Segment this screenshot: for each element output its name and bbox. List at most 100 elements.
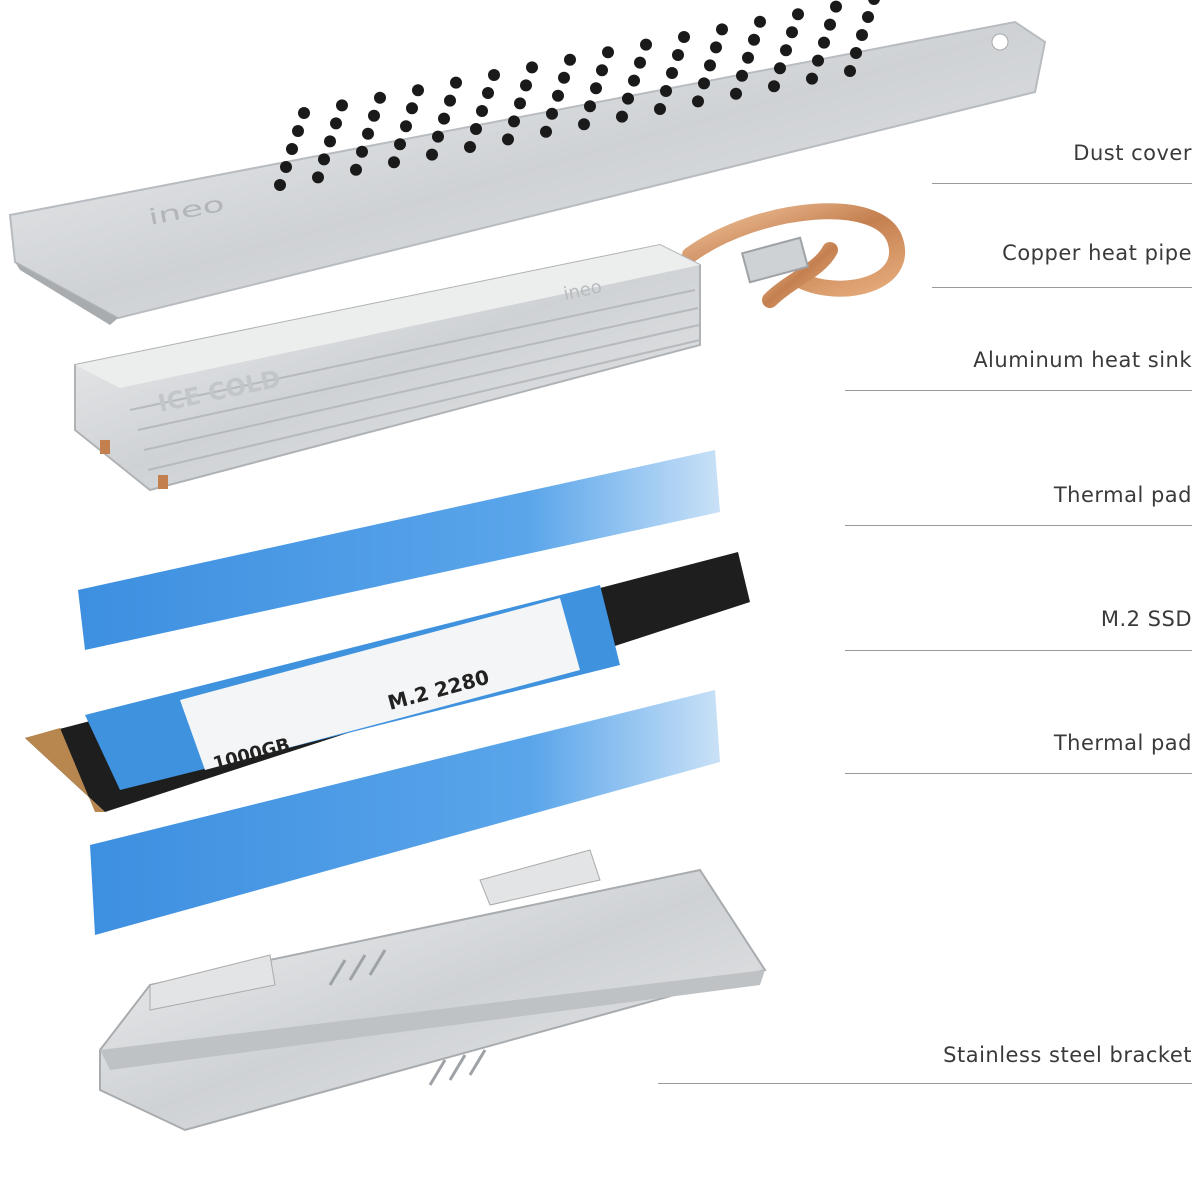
vent-hole (862, 11, 874, 23)
vent-hole (616, 110, 628, 123)
vent-hole (754, 15, 766, 28)
vent-hole (374, 91, 386, 104)
vent-hole (590, 82, 602, 95)
vent-hole (692, 95, 704, 108)
vent-hole (286, 143, 298, 155)
copper-heat-pipe (682, 203, 905, 308)
vent-hole (540, 125, 552, 138)
vent-hole (660, 85, 672, 97)
vent-hole (426, 148, 438, 161)
vent-hole (412, 84, 424, 97)
vent-hole (818, 36, 830, 49)
vent-hole (748, 33, 760, 46)
callout-label: M.2 SSD (1100, 607, 1192, 631)
vent-hole (806, 72, 818, 85)
vent-hole (698, 77, 710, 90)
vent-hole (654, 103, 666, 115)
vent-hole (564, 53, 576, 66)
callout-line (658, 1083, 1192, 1084)
vent-hole (596, 64, 608, 77)
vent-hole (388, 156, 400, 169)
callout-line (845, 525, 1192, 526)
vent-hole (812, 54, 824, 67)
vent-hole (508, 115, 520, 128)
callout-line (845, 773, 1192, 774)
vent-hole (470, 123, 482, 135)
callout-line (932, 183, 1192, 184)
vent-hole (768, 80, 780, 93)
vent-hole (394, 138, 406, 151)
callout-line (845, 390, 1192, 391)
vent-hole (716, 23, 728, 36)
vent-hole (578, 118, 590, 131)
vent-hole (280, 161, 292, 173)
vent-hole (546, 107, 558, 120)
vent-hole (318, 153, 330, 166)
vent-hole (786, 26, 798, 39)
vent-hole (622, 92, 634, 105)
vent-hole (552, 89, 564, 102)
vent-hole (368, 109, 380, 122)
vent-hole (868, 0, 880, 5)
vent-hole (634, 56, 646, 69)
vent-hole (292, 125, 304, 137)
vent-hole (856, 29, 868, 41)
callout-line (845, 650, 1192, 651)
vent-hole (450, 76, 462, 89)
vent-hole (742, 51, 754, 64)
vent-hole (274, 179, 286, 191)
vent-hole (824, 18, 836, 31)
vent-hole (730, 87, 742, 100)
vent-hole (400, 120, 412, 133)
vent-hole (482, 87, 494, 99)
vent-hole (488, 69, 500, 81)
vent-hole (710, 41, 722, 54)
callout-label: Dust cover (1073, 141, 1192, 165)
vent-hole (640, 38, 652, 51)
vent-hole (444, 94, 456, 107)
aluminum-heat-sink: ICE COLD ineo (74, 243, 701, 492)
callout-label: Stainless steel bracket (943, 1043, 1192, 1067)
stainless-steel-bracket (99, 849, 767, 1132)
vent-hole (324, 135, 336, 148)
vent-hole (438, 112, 450, 125)
callout-label: Copper heat pipe (1002, 241, 1192, 265)
vent-hole (850, 47, 862, 59)
vent-hole (678, 31, 690, 43)
callout-line (932, 287, 1192, 288)
vent-hole (476, 105, 488, 117)
vent-hole (792, 8, 804, 21)
vent-hole (514, 97, 526, 110)
vent-hole (628, 74, 640, 87)
vent-hole (774, 62, 786, 75)
vent-hole (502, 133, 514, 146)
vent-hole (704, 59, 716, 72)
dust-cover: ineo (8, 0, 1047, 325)
vent-hole (312, 171, 324, 184)
callout-label: Thermal pad (1053, 483, 1192, 507)
vent-hole (672, 49, 684, 61)
vent-hole (464, 141, 476, 153)
vent-hole (736, 69, 748, 82)
callout-label: Thermal pad (1053, 731, 1192, 755)
callout-label: Aluminum heat sink (973, 348, 1192, 372)
vent-hole (830, 0, 842, 13)
vent-hole (526, 61, 538, 74)
m2-ssd: M.2 2280 1000GB (25, 552, 750, 812)
vent-hole (520, 79, 532, 92)
vent-hole (356, 145, 368, 158)
vent-hole (362, 127, 374, 140)
vent-hole (336, 99, 348, 112)
vent-hole (558, 71, 570, 84)
thermal-pad-bottom (90, 690, 720, 935)
vent-hole (350, 163, 362, 176)
vent-hole (330, 117, 342, 130)
vent-hole (406, 102, 418, 115)
thermal-pad-top (78, 450, 720, 650)
vent-hole (844, 65, 856, 77)
vent-hole (666, 67, 678, 79)
vent-hole (780, 44, 792, 57)
vent-hole (298, 107, 310, 119)
vent-hole (432, 130, 444, 143)
